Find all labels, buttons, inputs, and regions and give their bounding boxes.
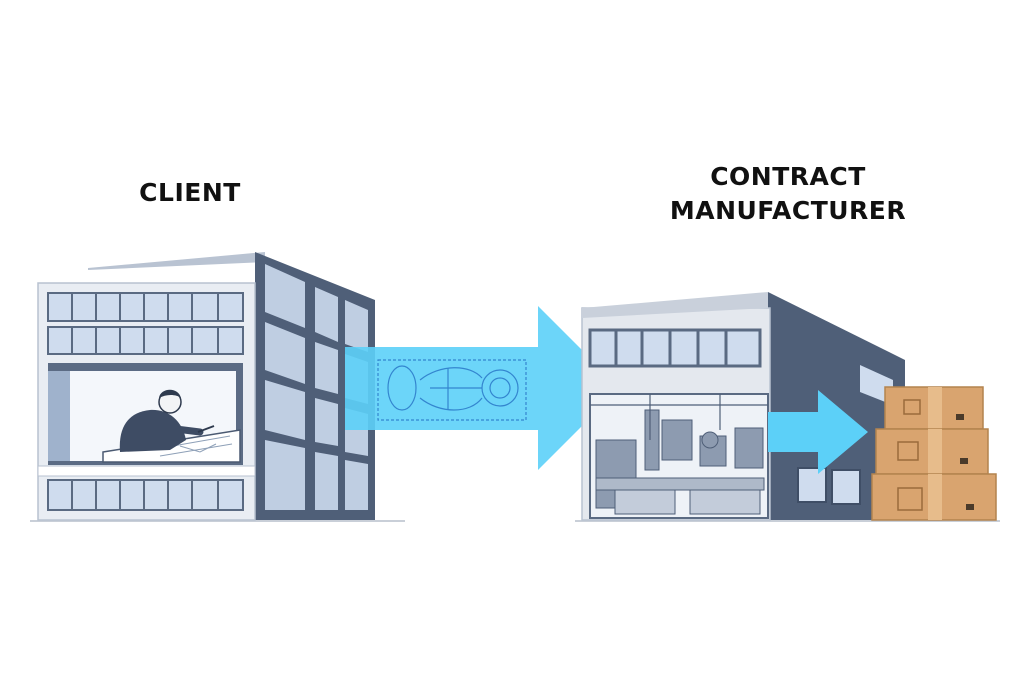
contract-manufacturer-label: CONTRACT MANUFACTURER (648, 160, 928, 228)
box-bottom (871, 473, 997, 521)
client-building (37, 252, 375, 521)
contract-manufacturer-label-line1: CONTRACT (710, 162, 866, 191)
contract-manufacturer-label-line2: MANUFACTURER (669, 196, 907, 225)
manufacturer-building (581, 292, 905, 521)
blueprint-drawing (377, 359, 527, 421)
client-label: CLIENT (139, 178, 241, 207)
box-top (884, 386, 984, 430)
design-transfer-arrow (345, 306, 620, 470)
designer-figure (119, 389, 215, 452)
product-shipping-arrow (768, 390, 868, 474)
product-boxes (871, 386, 997, 521)
box-middle (875, 428, 989, 475)
